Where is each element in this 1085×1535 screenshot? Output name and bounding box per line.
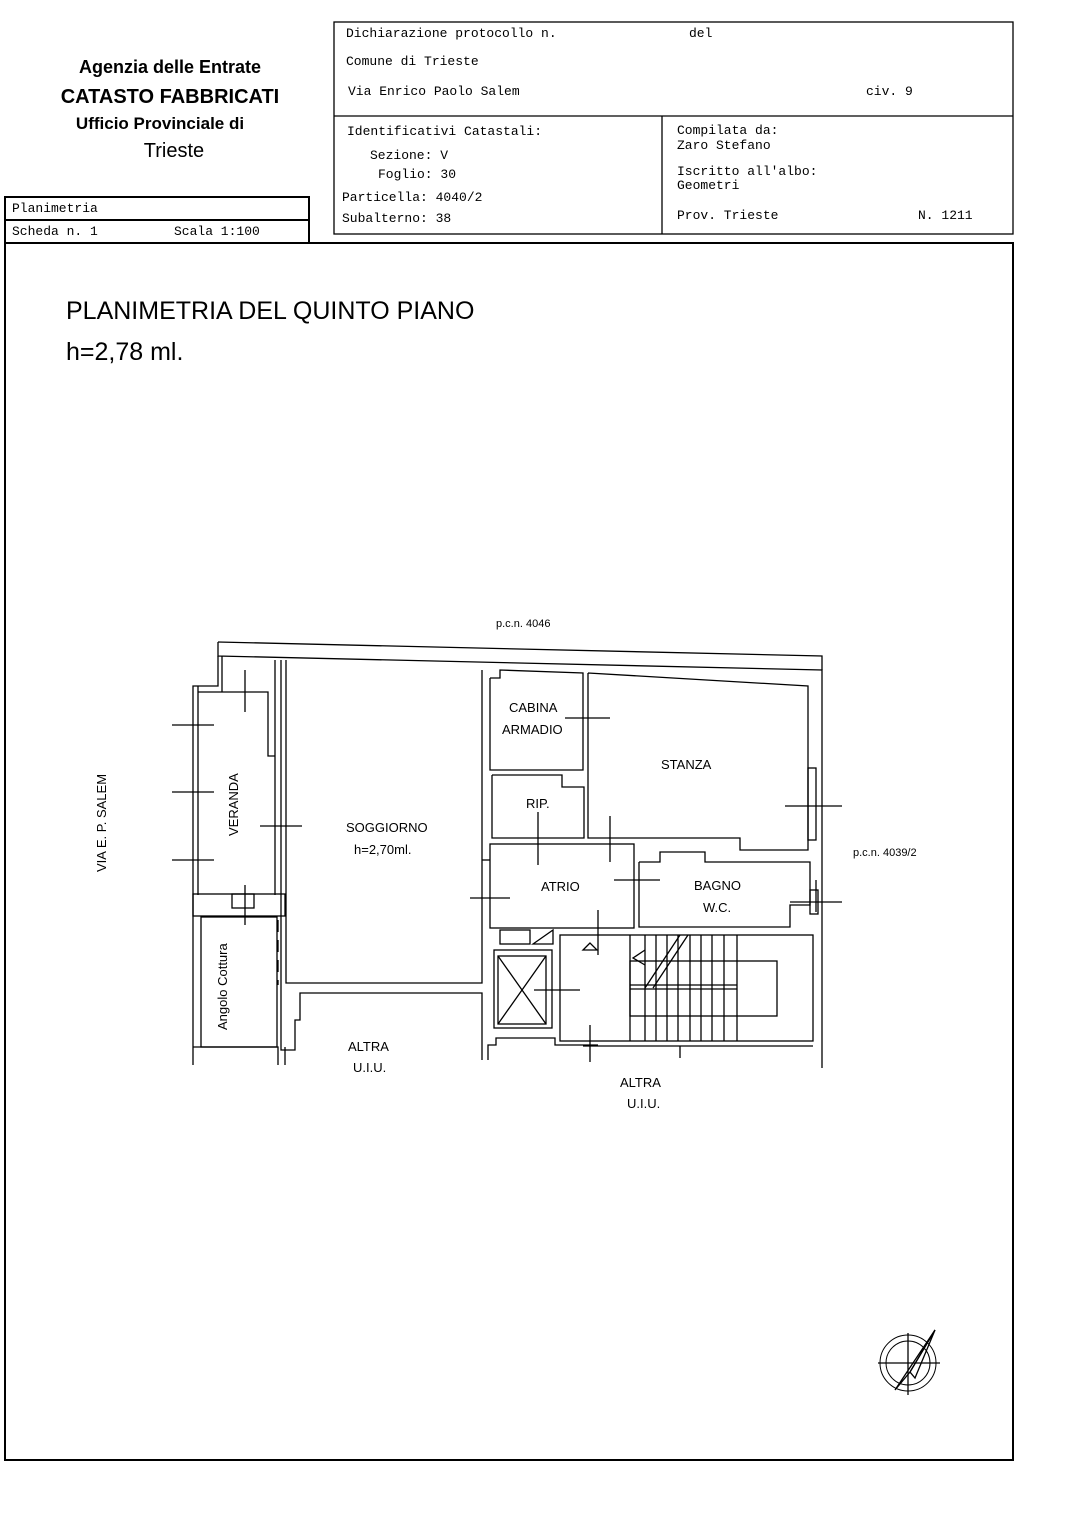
outer-walls	[192, 641, 823, 1068]
identifier-sezione: Sezione: V	[370, 148, 449, 163]
plan-height: h=2,78 ml.	[66, 338, 184, 366]
other-unit-2-line1: ALTRA	[620, 1075, 661, 1090]
declaration-protocol: Dichiarazione protocollo n.	[346, 26, 557, 41]
pcn-north-label: p.c.n. 4046	[496, 618, 550, 630]
identifier-foglio: Foglio: 30	[378, 167, 457, 182]
lift-and-stairs	[487, 928, 814, 1060]
atrio	[482, 843, 635, 929]
compiler-number: N. 1211	[918, 208, 973, 223]
room-angolo-cottura: Angolo Cottura	[215, 943, 230, 1030]
street-label: VIA E. P. SALEM	[94, 774, 109, 872]
other-unit-1-line2: U.I.U.	[353, 1060, 386, 1075]
declaration-box	[333, 21, 1014, 235]
pcn-east-label: p.c.n. 4039/2	[853, 847, 917, 859]
room-stanza: STANZA	[661, 757, 712, 772]
room-ripostiglio: RIP.	[526, 796, 550, 811]
compiler-name: Zaro Stefano	[677, 138, 771, 153]
rip	[491, 774, 585, 839]
agency-name: Agenzia delle Entrate	[78, 57, 262, 77]
agency-office: Ufficio Provinciale di	[75, 114, 245, 133]
kitchen	[193, 916, 286, 1065]
room-soggiorno: SOGGIORNO	[346, 820, 428, 835]
room-atrio: ATRIO	[541, 879, 580, 894]
veranda	[192, 656, 286, 990]
declaration-comune: Comune di Trieste	[346, 54, 479, 69]
plan-title: PLANIMETRIA DEL QUINTO PIANO	[66, 297, 475, 325]
declaration-date-label: del	[689, 26, 713, 41]
declaration-civic: civ. 9	[866, 84, 913, 99]
declaration-address: Via Enrico Paolo Salem	[348, 84, 520, 99]
room-veranda: VERANDA	[226, 773, 241, 836]
other-unit-2-line2: U.I.U.	[627, 1096, 660, 1111]
cabina	[489, 669, 584, 771]
north-arrow-icon	[878, 1329, 940, 1395]
window-markers	[172, 670, 842, 1062]
room-cabina-line1: CABINA	[509, 700, 558, 715]
identifier-subalterno: Subalterno: 38	[342, 211, 452, 226]
room-soggiorno-height: h=2,70ml.	[354, 842, 411, 857]
agency-department: CATASTO FABBRICATI	[60, 86, 280, 108]
room-bagno-line1: BAGNO	[694, 878, 741, 893]
sheet-type: Planimetria	[12, 201, 98, 216]
agency-city: Trieste	[143, 140, 205, 162]
sheet-scheda: Scheda n. 1	[12, 224, 98, 239]
identifiers-title: Identificativi Catastali:	[347, 124, 543, 139]
sheet-scale: Scala 1:100	[174, 224, 260, 239]
room-cabina-line2: ARMADIO	[502, 722, 563, 737]
compiler-albo-label: Iscritto all'albo:	[677, 164, 818, 179]
identifier-particella: Particella: 4040/2	[342, 190, 483, 205]
other-unit-1-line1: ALTRA	[348, 1039, 389, 1054]
compiler-albo: Geometri	[677, 178, 740, 193]
room-bagno-line2: W.C.	[703, 900, 731, 915]
stanza	[587, 672, 817, 851]
compiler-label: Compilata da:	[677, 123, 779, 138]
compiler-province: Prov. Trieste	[677, 208, 779, 223]
plan-frame	[4, 242, 1014, 1461]
soggiorno	[280, 660, 483, 1060]
